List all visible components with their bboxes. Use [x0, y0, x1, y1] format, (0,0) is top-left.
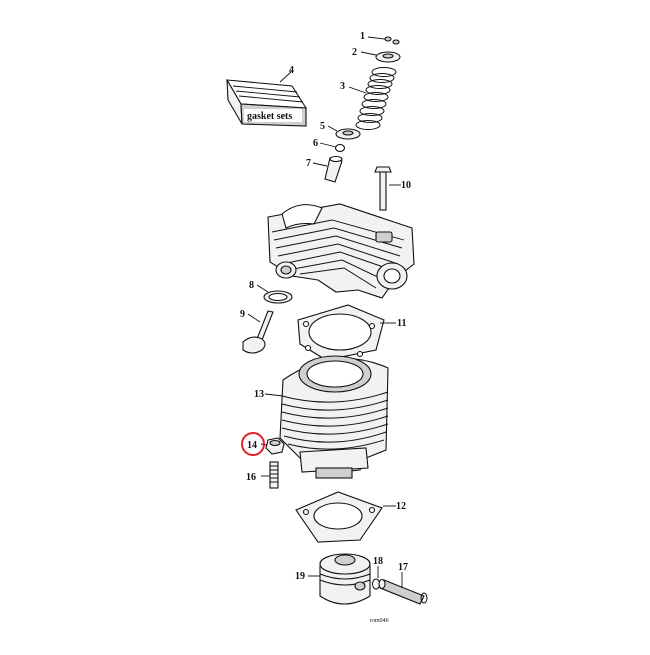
spring-collar[interactable]: [375, 51, 401, 63]
callout-numbers: 1 2 3 4 5 6 7 10 8 9 11 13 14 16 12 18 1…: [240, 31, 411, 582]
head-gasket[interactable]: [297, 304, 385, 361]
gasket-sets-label: gasket sets: [247, 111, 292, 122]
callout-18[interactable]: 18: [373, 556, 383, 567]
callout-3[interactable]: 3: [340, 81, 345, 92]
callout-13[interactable]: 13: [254, 389, 264, 400]
leader-lines: [247, 36, 403, 588]
callout-16[interactable]: 16: [246, 472, 256, 483]
cylinder-base-nut[interactable]: [265, 437, 285, 455]
callout-14[interactable]: 14: [247, 440, 257, 451]
valve-keepers[interactable]: [384, 36, 400, 45]
callout-2[interactable]: 2: [352, 47, 357, 58]
piston-pin[interactable]: [378, 578, 428, 605]
cylinder-stud[interactable]: [269, 461, 279, 489]
gasket-sets-box[interactable]: gasket sets: [225, 79, 308, 127]
callout-19[interactable]: 19: [295, 571, 305, 582]
lower-spring-collar[interactable]: [335, 128, 361, 140]
valve-seat-ring[interactable]: [263, 290, 293, 304]
callout-7[interactable]: 7: [306, 158, 311, 169]
callout-1[interactable]: 1: [360, 31, 365, 42]
callout-17[interactable]: 17: [398, 562, 408, 573]
drawing-code: rom046: [370, 618, 389, 624]
callout-6[interactable]: 6: [313, 138, 318, 149]
valve-springs[interactable]: [355, 67, 397, 130]
callout-5[interactable]: 5: [320, 121, 325, 132]
callout-10[interactable]: 10: [401, 180, 411, 191]
callout-4[interactable]: 4: [289, 65, 294, 76]
valve-guide[interactable]: [324, 155, 343, 183]
piston[interactable]: [319, 553, 371, 605]
callout-12[interactable]: 12: [396, 501, 406, 512]
head-bolt[interactable]: [374, 166, 392, 211]
callout-8[interactable]: 8: [249, 280, 254, 291]
base-gasket[interactable]: [295, 491, 383, 543]
callout-11[interactable]: 11: [397, 318, 406, 329]
cylinder[interactable]: [279, 355, 389, 479]
callout-14-highlight-ring: [241, 432, 265, 456]
valve-seal[interactable]: [334, 143, 346, 153]
callout-9[interactable]: 9: [240, 309, 245, 320]
valve[interactable]: [242, 310, 274, 354]
cylinder-head[interactable]: [267, 203, 415, 299]
